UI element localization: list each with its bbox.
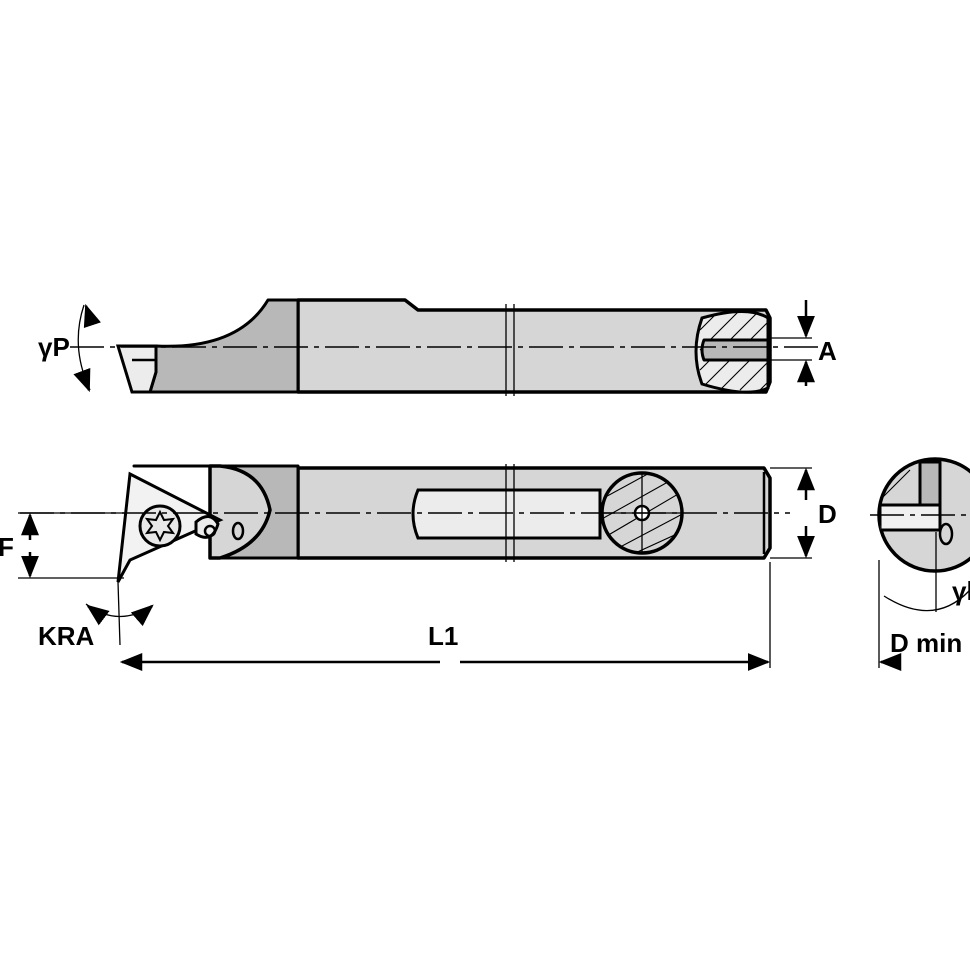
plan-view: D F KRA L1 (0, 464, 837, 671)
label-d-min: D min (890, 628, 962, 658)
label-gamma-p: γP (38, 332, 70, 362)
torx-screw-icon (138, 504, 182, 548)
label-a: A (818, 336, 837, 366)
label-kra: KRA (38, 621, 95, 651)
head-pocket (208, 464, 272, 560)
coolant-slot (700, 338, 770, 362)
label-f: F (0, 532, 14, 562)
label-l1: L1 (428, 621, 458, 651)
label-d: D (818, 499, 837, 529)
head-side (148, 298, 300, 394)
side-view: A γP (38, 298, 837, 396)
label-gamma-partial: γl (952, 576, 970, 606)
shank-side (296, 298, 772, 394)
end-view: γl D min (870, 457, 970, 671)
insert-side (115, 344, 158, 394)
